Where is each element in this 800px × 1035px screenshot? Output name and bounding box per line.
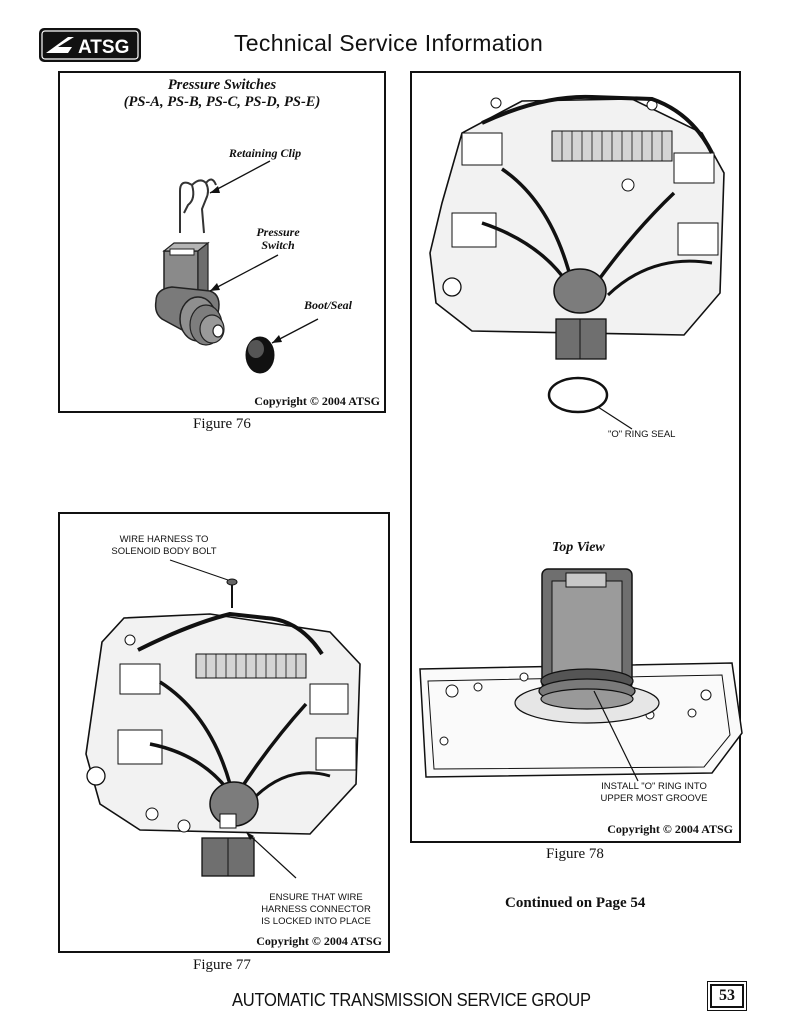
atsg-logo: ATSG: [38, 27, 142, 63]
logo-text: ATSG: [78, 37, 129, 58]
valve-body-illustration-77: [85, 559, 361, 879]
figure-77-frame: WIRE HARNESS TO SOLENOID BODY BOLT: [58, 512, 390, 953]
label-pressure-switch: Pressure Switch: [256, 225, 300, 252]
figure-76-frame: Pressure Switches (PS-A, PS-B, PS-C, PS-…: [58, 71, 386, 413]
label-top-view: Top View: [552, 540, 605, 555]
label-o-ring-seal: "O" RING SEAL: [608, 429, 676, 440]
page-number: 53: [707, 981, 747, 1011]
label-retaining-clip: Retaining Clip: [228, 146, 302, 160]
pressure-switch-illustration: [154, 160, 319, 374]
figure-78-caption: Figure 78: [546, 846, 604, 862]
label-boot-seal: Boot/Seal: [303, 298, 352, 312]
callout-connector-locked: ENSURE THAT WIRE HARNESS CONNECTOR IS LO…: [261, 892, 371, 927]
figure-76-caption: Figure 76: [193, 416, 251, 432]
figure-77-caption: Figure 77: [193, 957, 251, 973]
figure-76-title-line2: (PS-A, PS-B, PS-C, PS-D, PS-E): [123, 94, 321, 110]
page-title: Technical Service Information: [234, 30, 544, 56]
figure-76-copyright: Copyright © 2004 ATSG: [254, 394, 380, 408]
callout-harness-bolt: WIRE HARNESS TO SOLENOID BODY BOLT: [111, 534, 217, 557]
footer-title: AUTOMATIC TRANSMISSION SERVICE GROUP: [232, 990, 591, 1010]
callout-install-o-ring: INSTALL "O" RING INTO UPPER MOST GROOVE: [600, 781, 708, 804]
valve-body-illustration-78: [419, 94, 743, 782]
continued-note: Continued on Page 54: [505, 895, 646, 911]
figure-77-copyright: Copyright © 2004 ATSG: [256, 934, 382, 948]
figure-78-frame: "O" RING SEAL Top View INSTALL "O" RING …: [410, 71, 743, 843]
figure-76-title-line1: Pressure Switches: [167, 77, 277, 93]
figure-78-copyright: Copyright © 2004 ATSG: [607, 822, 733, 836]
figure-76-title: Pressure Switches (PS-A, PS-B, PS-C, PS-…: [60, 77, 384, 111]
